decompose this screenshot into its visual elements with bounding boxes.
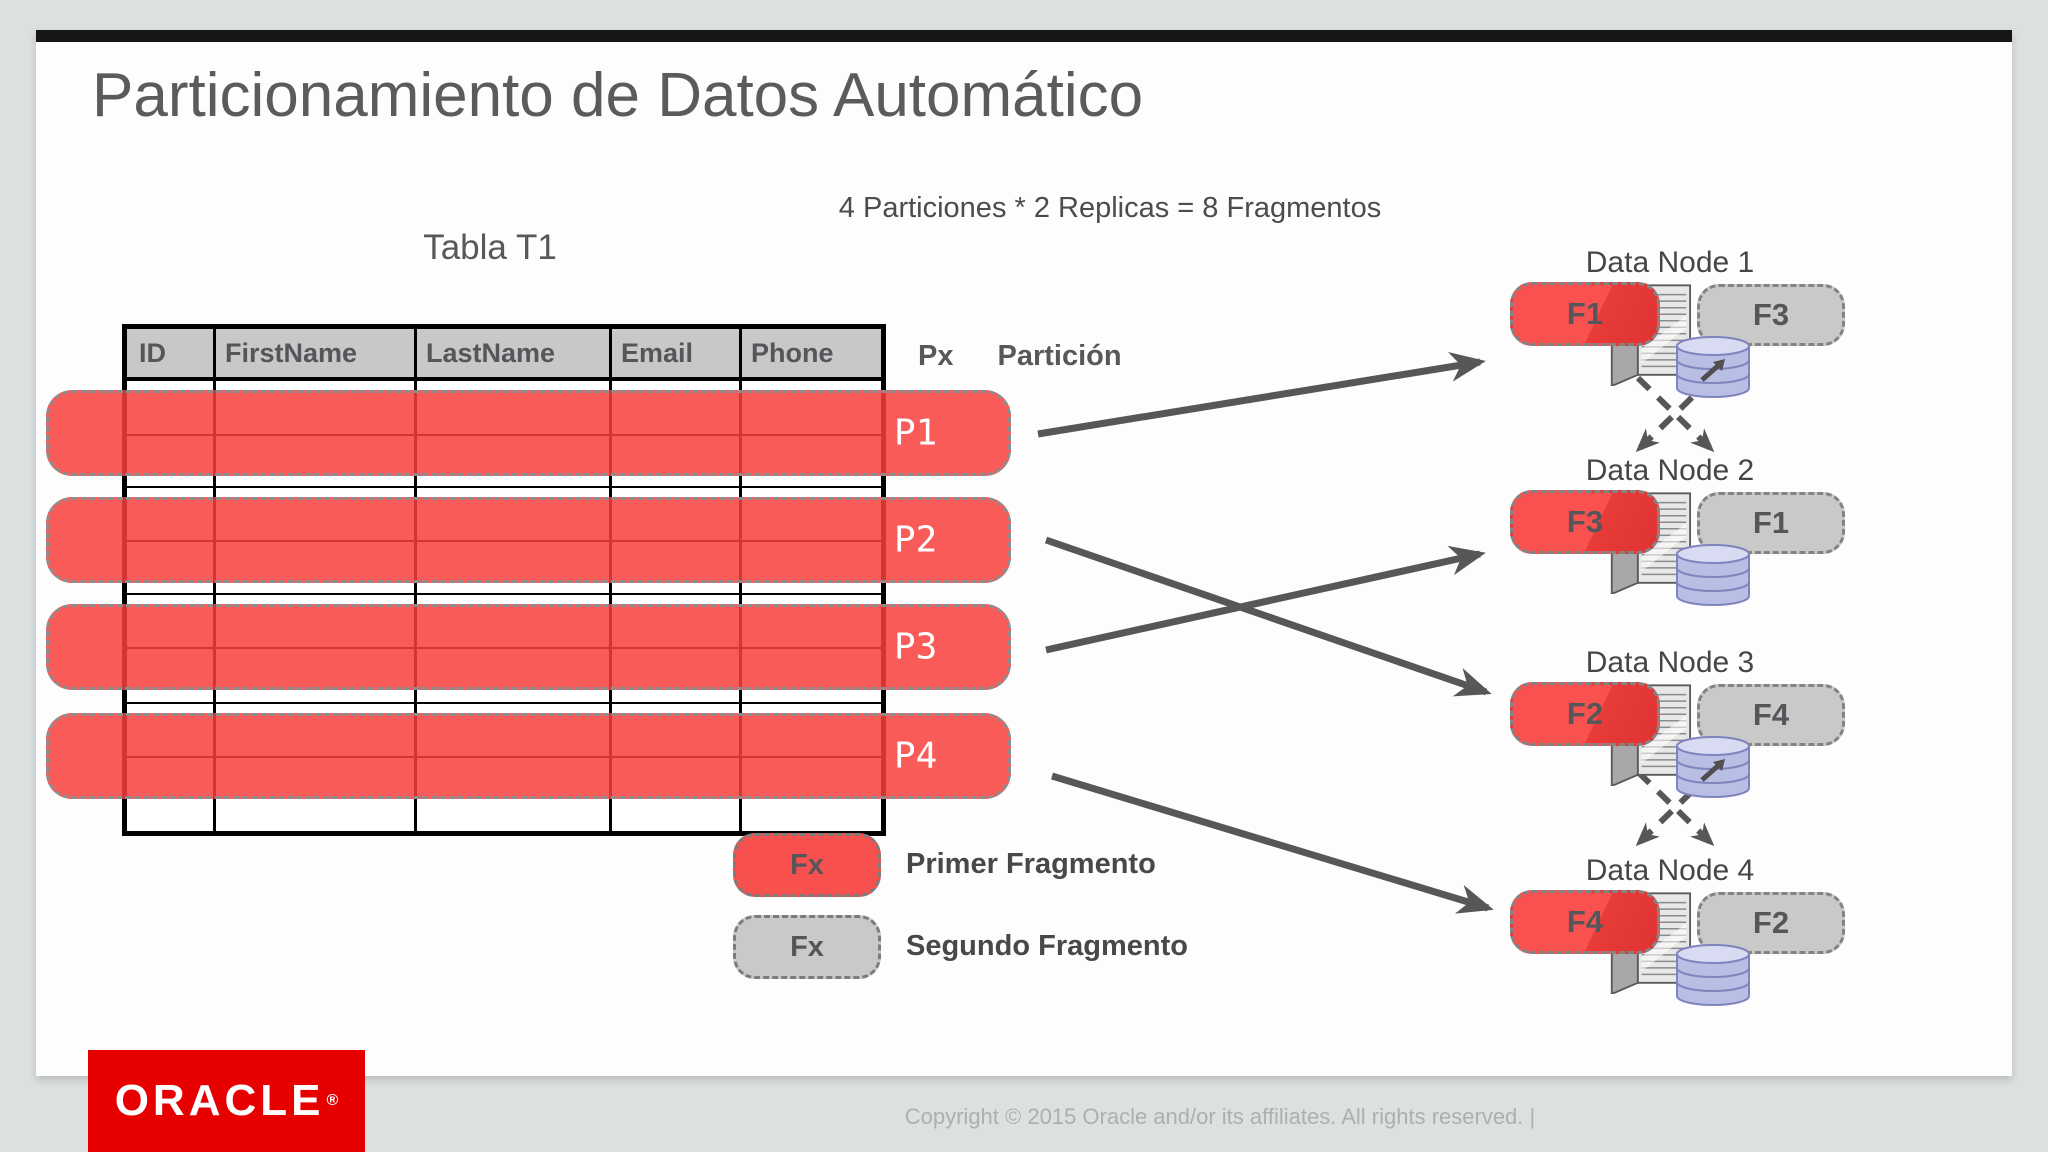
partition-band-p2: P2 (46, 497, 1011, 583)
partition-label: P2 (894, 519, 938, 561)
fragment-label: F2 (1752, 905, 1790, 940)
column-header-firstname: FirstName (225, 338, 358, 368)
column-header-email: Email (621, 338, 694, 368)
secondary-fragment-box: F1 (1697, 492, 1845, 554)
table-row-line (127, 702, 881, 704)
data-node-4: Data Node 4 F2 F4 (1505, 854, 1850, 1024)
data-node-1: Data Node 1 F3 F1 (1505, 246, 1850, 416)
primary-fragment-box: F2 (1510, 682, 1660, 746)
database-icon (1676, 944, 1750, 1006)
fragment-label: F2 (1566, 696, 1604, 731)
fragment-label: F3 (1752, 297, 1790, 332)
slide-top-bar (36, 30, 2012, 42)
column-header-lastname: LastName (426, 338, 556, 368)
data-node-title: Data Node 3 (1585, 646, 1755, 679)
fragments-formula-label: 4 Particiones * 2 Replicas = 8 Fragmento… (838, 192, 1382, 224)
legend-secondary-fragment-box: Fx (733, 915, 881, 979)
primary-fragment-box: F1 (1510, 282, 1660, 346)
table-title-label: Tabla T1 (423, 228, 557, 267)
partition-band-p4: P4 (46, 713, 1011, 799)
legend-primary-fragment-box: Fx (733, 833, 881, 897)
fragment-label: F3 (1566, 504, 1604, 539)
column-header-id: ID (139, 338, 166, 368)
partition-label: P1 (894, 412, 938, 454)
oracle-logo: ORACLE® (88, 1050, 365, 1152)
legend-secondary-fragment-label: Segundo Fragmento (906, 930, 1188, 962)
partition-label: P4 (894, 735, 938, 777)
primary-fragment-box: F3 (1510, 490, 1660, 554)
legend-symbol: Fx (790, 930, 824, 963)
page-title: Particionamiento de Datos Automático (92, 61, 1144, 130)
fragment-label: F1 (1752, 505, 1790, 540)
secondary-fragment-box: F4 (1697, 684, 1845, 746)
oracle-brand-text: ORACLE (114, 1076, 325, 1125)
data-node-2: Data Node 2 F1 F3 (1505, 454, 1850, 624)
fragment-label: F4 (1566, 904, 1604, 939)
partition-legend-label: Partición (997, 340, 1122, 372)
copyright-text: Copyright © 2015 Oracle and/or its affil… (904, 1104, 1536, 1129)
legend-primary-fragment-label: Primer Fragmento (906, 848, 1156, 880)
table-header-row: ID FirstName LastName Email Phone (127, 329, 881, 381)
partition-legend: Px Partición (918, 340, 1122, 373)
data-node-title: Data Node 4 (1585, 854, 1755, 887)
database-icon (1676, 544, 1750, 606)
partition-legend-symbol: Px (918, 340, 954, 372)
primary-fragment-box: F4 (1510, 890, 1660, 954)
secondary-fragment-box: F3 (1697, 284, 1845, 346)
registered-mark: ® (326, 1092, 339, 1109)
partition-band-p3: P3 (46, 604, 1011, 690)
table-row-line (127, 486, 881, 488)
database-icon (1676, 736, 1750, 798)
data-node-title: Data Node 1 (1585, 246, 1755, 279)
partition-band-p1: P1 (46, 390, 1011, 476)
table-row-line (127, 593, 881, 595)
legend-symbol: Fx (790, 848, 824, 881)
database-icon (1676, 336, 1750, 398)
column-header-phone: Phone (751, 338, 834, 368)
data-node-3: Data Node 3 F4 F2 (1505, 646, 1850, 816)
partition-label: P3 (894, 626, 938, 668)
secondary-fragment-box: F2 (1697, 892, 1845, 954)
fragment-label: F4 (1752, 697, 1790, 732)
fragment-label: F1 (1566, 296, 1604, 331)
data-node-title: Data Node 2 (1585, 454, 1755, 487)
